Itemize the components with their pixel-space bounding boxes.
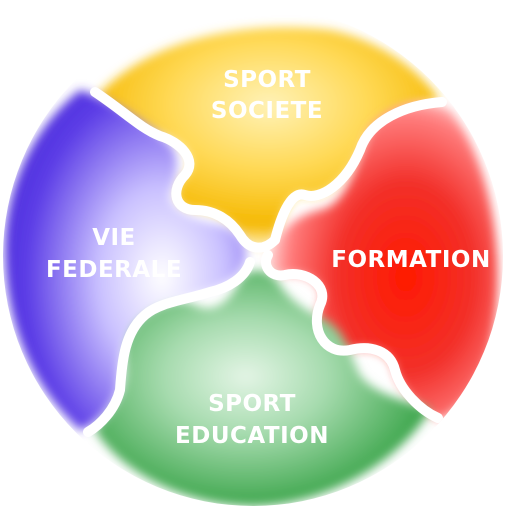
label-vie-federale-line1: VIE bbox=[92, 225, 136, 251]
piece-sport-education bbox=[95, 270, 430, 506]
label-vie-federale-line2: FEDERALE bbox=[46, 257, 182, 283]
piece-sport-societe bbox=[98, 27, 440, 248]
piece-vie-federale bbox=[5, 90, 247, 430]
label-sport-education-line1: SPORT bbox=[208, 391, 296, 417]
label-sport-education-line2: EDUCATION bbox=[175, 423, 329, 449]
label-formation: FORMATION bbox=[331, 247, 490, 273]
label-sport-societe-line2: SOCIETE bbox=[211, 98, 323, 124]
label-sport-societe-line1: SPORT bbox=[223, 67, 311, 93]
puzzle-seams bbox=[83, 87, 447, 437]
